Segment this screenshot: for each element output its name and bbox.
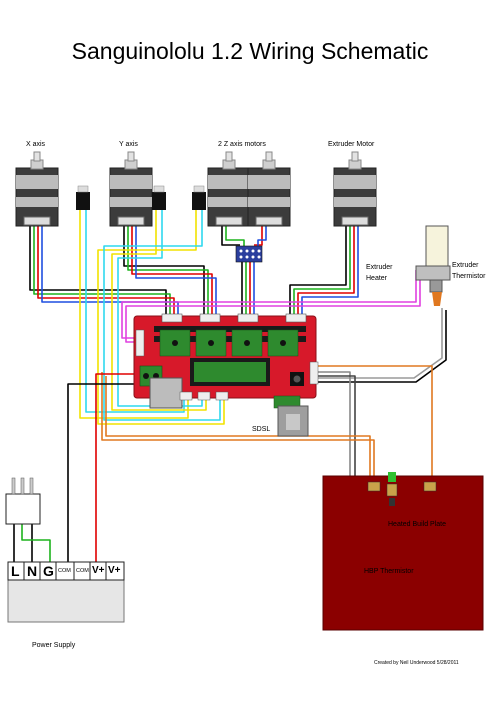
z-axis-label: 2 Z axis motors bbox=[218, 141, 266, 148]
x-axis-label: X axis bbox=[26, 141, 46, 148]
wire-heater-2 bbox=[125, 272, 421, 343]
wire-x-green bbox=[33, 225, 171, 318]
extruder-motor-label: Extruder Motor bbox=[328, 141, 375, 148]
psu-terminal-n: N bbox=[27, 563, 38, 579]
wire-z2-a bbox=[254, 225, 263, 246]
sd-card-slot bbox=[277, 405, 309, 437]
wire-mains-green bbox=[21, 523, 51, 563]
wire-ext-therm-2 bbox=[316, 310, 447, 383]
wire-z1-b bbox=[225, 225, 245, 248]
wire-z1-a bbox=[221, 225, 240, 246]
wire-y-green bbox=[127, 225, 209, 318]
endstop-z bbox=[192, 185, 206, 210]
psu-terminal-g: G bbox=[43, 563, 54, 579]
extruder-hotend bbox=[415, 225, 451, 306]
extruder-heater-label-1: Extruder bbox=[366, 264, 393, 271]
wire-psu-black bbox=[67, 383, 140, 563]
stepper-motor-z1 bbox=[207, 151, 251, 227]
z-motor-joiner bbox=[235, 245, 263, 263]
psu-terminal-vplus-2: V+ bbox=[108, 565, 121, 576]
wire-ext-therm-1 bbox=[316, 308, 443, 379]
wire-hbp-1 bbox=[316, 365, 433, 486]
endstop-y bbox=[152, 185, 166, 210]
heated-build-plate bbox=[322, 472, 484, 631]
psu-terminal-vplus-1: V+ bbox=[92, 565, 105, 576]
power-supply-label: Power Supply bbox=[32, 642, 76, 649]
wire-zstop-yellow bbox=[97, 208, 225, 425]
wire-zstop-cyan bbox=[103, 208, 221, 421]
wire-psu-red bbox=[95, 373, 140, 563]
wire-xstop-cyan bbox=[85, 208, 185, 413]
stepper-motor-x bbox=[15, 151, 59, 227]
stepper-motor-y bbox=[109, 151, 153, 227]
psu-terminal-com-2: COM bbox=[76, 568, 89, 574]
credit-text: Created by Neil Underwood 5/28/2011 bbox=[374, 660, 459, 666]
wires bbox=[13, 208, 447, 563]
psu-terminal-l: L bbox=[11, 563, 20, 579]
wire-x-blue bbox=[41, 225, 179, 318]
extruder-thermistor-label-1: Extruder bbox=[452, 262, 479, 269]
extruder-thermistor-label-2: Thermistor bbox=[452, 273, 486, 280]
wire-hbp-3 bbox=[105, 376, 371, 486]
wire-x-red bbox=[37, 225, 175, 318]
wire-e-green bbox=[293, 225, 351, 318]
y-axis-label: Y axis bbox=[119, 141, 138, 148]
stepper-motor-extruder bbox=[333, 151, 377, 227]
extruder-heater-label-2: Heater bbox=[366, 275, 388, 282]
ac-plug-icon bbox=[5, 477, 41, 525]
page-title: Sanguinololu 1.2 Wiring Schematic bbox=[71, 38, 429, 64]
hbp-thermistor-label: HBP Thermistor bbox=[364, 568, 414, 575]
psu-terminal-com-1: COM bbox=[58, 568, 71, 574]
stepper-motor-z2 bbox=[247, 151, 291, 227]
wire-z2-b bbox=[257, 225, 267, 248]
wire-xstop-yellow bbox=[79, 208, 189, 419]
power-supply bbox=[7, 561, 125, 623]
sanguinololu-board bbox=[133, 313, 319, 409]
wire-hbp-2 bbox=[101, 372, 375, 486]
endstop-x bbox=[76, 185, 90, 210]
wire-e-blue bbox=[301, 225, 359, 318]
wire-y-red bbox=[131, 225, 213, 318]
wire-y-blue bbox=[135, 225, 217, 318]
heated-build-plate-label: Heated Build Plate bbox=[388, 521, 446, 528]
sdsl-label: SDSL bbox=[252, 426, 271, 433]
